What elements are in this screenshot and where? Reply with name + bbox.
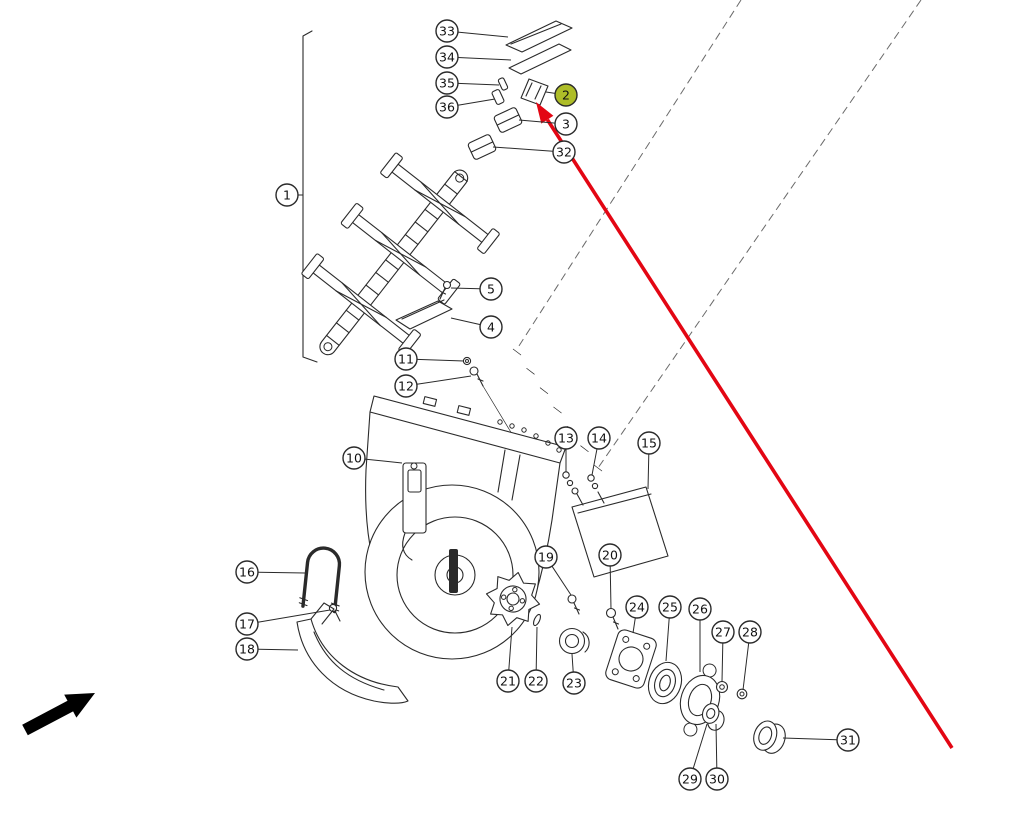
svg-text:5: 5	[487, 282, 495, 297]
u-bolt-16	[298, 546, 342, 614]
callout-11[interactable]: 11	[394, 347, 465, 371]
collar-23	[558, 627, 590, 655]
callout-28[interactable]: 28	[738, 620, 762, 691]
pin-22	[532, 613, 542, 627]
svg-text:29: 29	[682, 772, 698, 787]
callout-36[interactable]: 36	[435, 95, 496, 119]
svg-text:31: 31	[840, 733, 856, 748]
part-32-block	[467, 134, 497, 160]
svg-text:28: 28	[742, 625, 758, 640]
svg-text:23: 23	[566, 676, 582, 691]
group-1-bracket	[302, 30, 318, 363]
callout-33[interactable]: 33	[435, 19, 509, 43]
svg-text:10: 10	[346, 451, 362, 466]
callout-12[interactable]: 12	[394, 374, 472, 398]
svg-text:3: 3	[562, 117, 570, 132]
svg-text:33: 33	[439, 24, 455, 39]
svg-text:11: 11	[398, 352, 414, 367]
callout-16[interactable]: 16	[235, 560, 306, 584]
callout-26[interactable]: 26	[688, 597, 712, 672]
svg-text:4: 4	[487, 320, 495, 335]
callout-23[interactable]: 23	[562, 653, 586, 695]
highlight-arrow	[536, 102, 954, 749]
svg-text:16: 16	[239, 565, 255, 580]
callout-25[interactable]: 25	[658, 595, 682, 662]
svg-text:36: 36	[439, 100, 455, 115]
svg-text:1: 1	[283, 188, 291, 203]
svg-text:25: 25	[662, 600, 678, 615]
callout-5[interactable]: 5	[450, 277, 503, 301]
callout-17[interactable]: 17	[235, 609, 331, 636]
svg-text:17: 17	[239, 617, 255, 632]
callout-3[interactable]: 3	[518, 112, 578, 136]
bolt-5	[439, 280, 452, 300]
callout-22[interactable]: 22	[524, 626, 548, 693]
svg-text:14: 14	[591, 431, 607, 446]
washer-28	[736, 688, 748, 700]
svg-text:22: 22	[528, 674, 544, 689]
svg-text:19: 19	[538, 550, 554, 565]
callout-1[interactable]: 1	[275, 183, 303, 207]
part-3-block	[493, 107, 523, 133]
svg-text:32: 32	[556, 145, 572, 160]
bolt-19	[567, 594, 581, 615]
part-2-bracket	[520, 78, 549, 106]
plate-4	[395, 299, 453, 330]
svg-text:30: 30	[709, 772, 725, 787]
callout-24[interactable]: 24	[625, 595, 649, 634]
callout-31[interactable]: 31	[782, 728, 860, 752]
washer-11	[462, 356, 472, 366]
svg-text:18: 18	[239, 642, 255, 657]
chain-slat-assembly	[300, 151, 501, 356]
callout-14[interactable]: 14	[587, 426, 611, 476]
callout-21[interactable]: 21	[496, 626, 520, 693]
direction-arrow	[22, 693, 96, 736]
callout-4[interactable]: 4	[450, 315, 503, 339]
callout-18[interactable]: 18	[235, 637, 299, 661]
washer-27	[715, 680, 729, 694]
pin-36	[491, 89, 505, 105]
svg-text:15: 15	[641, 436, 657, 451]
svg-text:34: 34	[439, 50, 455, 65]
svg-text:35: 35	[439, 76, 455, 91]
callout-10[interactable]: 10	[342, 446, 403, 470]
svg-text:20: 20	[602, 548, 618, 563]
bolt-20	[605, 607, 620, 630]
svg-text:26: 26	[692, 602, 708, 617]
pin-35	[497, 77, 509, 91]
sprocket-21	[485, 571, 541, 627]
fasteners-13	[562, 471, 584, 506]
callout-35[interactable]: 35	[435, 71, 500, 95]
callout-19[interactable]: 19	[534, 545, 572, 596]
guard-18	[296, 602, 409, 704]
callout-32[interactable]: 32	[492, 140, 576, 164]
callout-13[interactable]: 13	[554, 426, 578, 472]
housing-10	[364, 395, 567, 660]
svg-text:12: 12	[398, 379, 414, 394]
bearing-25	[647, 661, 683, 705]
callout-27[interactable]: 27	[711, 620, 735, 683]
flange-plate-24	[605, 629, 657, 689]
cap-31	[753, 720, 786, 754]
fasteners-14	[587, 474, 605, 504]
screw-12	[469, 366, 513, 435]
callout-34[interactable]: 34	[435, 45, 512, 69]
svg-text:13: 13	[558, 431, 574, 446]
hanger-parts-33-36	[467, 20, 573, 160]
svg-text:21: 21	[500, 674, 516, 689]
callout-30[interactable]: 30	[705, 723, 729, 791]
cover-plate-15	[571, 486, 669, 578]
svg-text:24: 24	[629, 600, 645, 615]
projection-dashed-lines	[516, 0, 922, 469]
callout-20[interactable]: 20	[598, 543, 622, 610]
lock-collar-29-30	[701, 703, 725, 731]
callout-15[interactable]: 15	[637, 431, 661, 490]
callout-2[interactable]: 2	[545, 83, 578, 107]
svg-text:27: 27	[715, 625, 731, 640]
svg-text:2: 2	[562, 88, 570, 103]
callout-29[interactable]: 29	[678, 723, 708, 791]
